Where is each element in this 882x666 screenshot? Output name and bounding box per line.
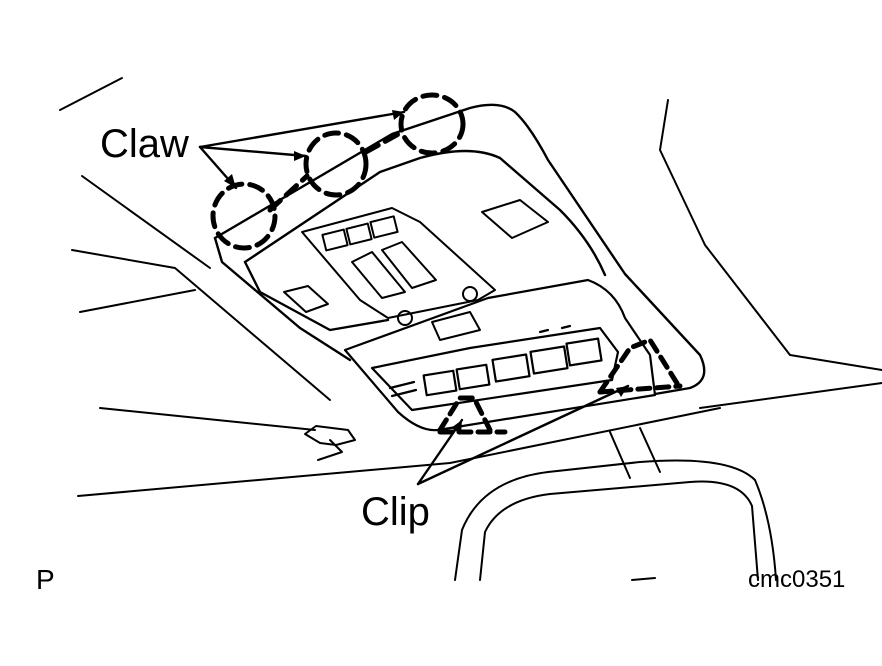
console-body	[213, 103, 706, 396]
claw-marker-1	[210, 181, 278, 251]
claw-callout-label: Claw	[100, 122, 189, 166]
clip-arrowheads	[451, 386, 628, 434]
headliner-lines	[59, 77, 882, 581]
claw-locations	[210, 92, 466, 251]
rear-view-mirror	[454, 427, 777, 581]
claw-arrowheads	[224, 110, 404, 188]
claw-marker-3	[398, 92, 466, 156]
clip-callout-label: Clip	[361, 490, 430, 534]
figure-code: cmc0351	[748, 566, 846, 593]
map-lamps	[283, 199, 549, 313]
center-switch-block	[301, 207, 496, 341]
claw-marker-2	[303, 130, 369, 198]
view-direction-label: P	[36, 564, 55, 595]
lower-console-panel	[343, 278, 657, 432]
clip-marker-2	[597, 337, 683, 395]
clip-locations	[437, 337, 683, 435]
clip-marker-1	[437, 395, 493, 433]
clip-leaders	[416, 384, 630, 486]
headliner-clip	[304, 425, 356, 461]
